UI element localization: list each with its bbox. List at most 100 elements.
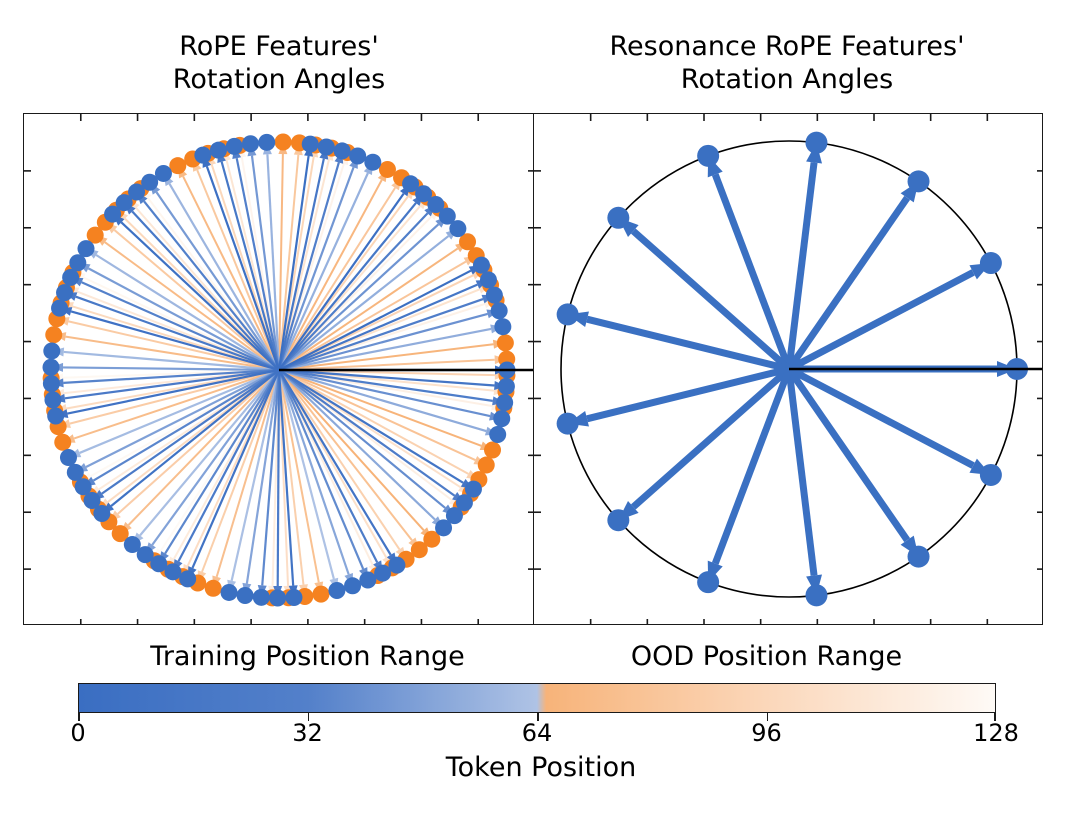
colorbar-label-training: Training Position Range [150, 641, 465, 672]
rope-dot-75 [204, 579, 222, 597]
rope-arrow-66-shaft [278, 343, 494, 371]
rope-arrow-22-shaft [177, 369, 280, 562]
rope-arrow-89-shaft [278, 369, 305, 585]
rope-dot-36 [252, 588, 270, 606]
rope-arrow-24-shaft [278, 369, 379, 563]
rope-arrow-9-shaft [191, 369, 281, 569]
rope-dot-4 [194, 146, 212, 164]
rope-arrow-33-shaft [63, 368, 280, 384]
rope-arrow-23-shaft [276, 369, 281, 587]
rope-dot-24 [374, 564, 392, 582]
resonance-dot-4 [697, 144, 720, 167]
rope-dot-28 [427, 196, 445, 214]
resonance-arrows [567, 142, 1017, 596]
rope-dot-41 [438, 207, 456, 225]
resonance-arrow-5-shaft [630, 228, 792, 372]
rope-arrow-8-shaft [110, 369, 280, 507]
rope-arrow-49-shaft [245, 369, 281, 584]
rope-dot-6 [51, 299, 69, 317]
rope-arrow-19-shaft [75, 295, 280, 372]
colorbar-gradient [78, 683, 996, 713]
rope-arrow-43-shaft [250, 155, 281, 371]
rope-dot-1 [472, 256, 490, 274]
rope-dot-14 [479, 271, 497, 289]
resonance-dot-6 [556, 303, 579, 326]
rope-arrow-65-shaft [278, 369, 482, 447]
rope-arrow-83-shaft [196, 169, 280, 371]
rope-arrow-60-shaft [79, 368, 280, 454]
rope-dot-12 [464, 480, 482, 498]
rope-dot-26 [496, 394, 514, 412]
rope-arrow-28-shaft [278, 212, 429, 371]
rope-arrow-7-shaft [67, 368, 280, 415]
rope-dot-64 [423, 530, 441, 548]
resonance-arrow-7-shaft [586, 365, 790, 423]
rope-arrow-3-shaft [277, 155, 310, 371]
resonance-arrow-1-shaft [787, 269, 975, 373]
colorbar-tick-label-0: 0 [70, 719, 86, 747]
panel-right-title: Resonance RoPE Features' Rotation Angles [609, 31, 965, 95]
rope-dot-3 [301, 135, 319, 153]
axis-ticks [24, 114, 533, 624]
resonance-dot-11 [907, 545, 930, 568]
rope-dot-13 [497, 377, 515, 395]
rope-arrow-69-shaft [278, 154, 284, 371]
rope-dot-2 [402, 175, 420, 193]
rope-arrow-75-shaft [215, 369, 280, 578]
rope-arrow-50-shaft [277, 369, 350, 575]
rope-dot-51 [435, 519, 453, 537]
colorbar-tick-32 [307, 713, 310, 721]
resonance-dot-3 [805, 131, 828, 154]
rope-dot-50 [344, 577, 362, 595]
rope-arrow-70-shaft [182, 175, 280, 371]
resonance-arrow-10-shaft [785, 368, 818, 576]
rope-dot-29 [333, 142, 351, 160]
rope-dot-71 [86, 226, 104, 244]
rope-arrow-56-shaft [266, 154, 281, 371]
rope-dot-25 [455, 494, 473, 512]
rope-dot-66 [496, 334, 514, 352]
rope-dot-33 [42, 375, 60, 393]
rope-dot-30 [225, 137, 243, 155]
rope-arrow-64-shaft [278, 369, 425, 531]
rope-arrow-40-shaft [278, 312, 488, 372]
rope-arrow-80-shaft [278, 260, 467, 371]
rope-dot-10 [285, 589, 303, 607]
rope-dot-20 [44, 391, 62, 409]
rope-arrow-67-shaft [278, 247, 459, 371]
rope-arrow-59-shaft [63, 350, 280, 372]
colorbar-tick-96 [766, 713, 769, 721]
rope-arrow-76-shaft [278, 369, 320, 583]
rope-dot-32 [62, 268, 80, 286]
rope-arrow-10-shaft [277, 369, 295, 586]
rope-dot-37 [359, 571, 377, 589]
rope-dot-34 [74, 478, 92, 496]
rope-arrow-54-shaft [278, 235, 450, 371]
rope-dot-42 [349, 147, 367, 165]
rope-dot-68 [378, 160, 396, 178]
rope-arrow-30-shaft [235, 157, 281, 371]
resonance-dot-12 [979, 463, 1002, 486]
resonance-arrow-12-shaft [787, 365, 975, 469]
colorbar-tick-label-32: 32 [292, 719, 323, 747]
rope-dot-22 [164, 563, 182, 581]
rope-dot-77 [410, 541, 428, 559]
rope-arrow-48-shaft [151, 369, 280, 546]
rope-dot-61 [123, 536, 141, 554]
rope-dot-76 [312, 585, 330, 603]
colorbar-label-ood: OOD Position Range [630, 641, 903, 672]
rope-dot-67 [459, 233, 477, 251]
resonance-arrow-3-shaft [785, 162, 818, 370]
rope-rotation-plot [24, 114, 533, 624]
rope-dot-27 [485, 286, 503, 304]
resonance-arrow-2-shaft [786, 195, 911, 371]
rope-dot-55 [364, 153, 382, 171]
rope-dot-73 [54, 433, 72, 451]
resonance-arrow-9-shaft [711, 367, 793, 565]
rope-dot-11 [388, 556, 406, 574]
rope-arrow-88-shaft [201, 369, 280, 573]
panel-resonance-rope [533, 113, 1043, 625]
rope-dot-62 [220, 583, 238, 601]
resonance-dot-2 [907, 170, 930, 193]
rope-arrow-85-shaft [68, 320, 280, 371]
